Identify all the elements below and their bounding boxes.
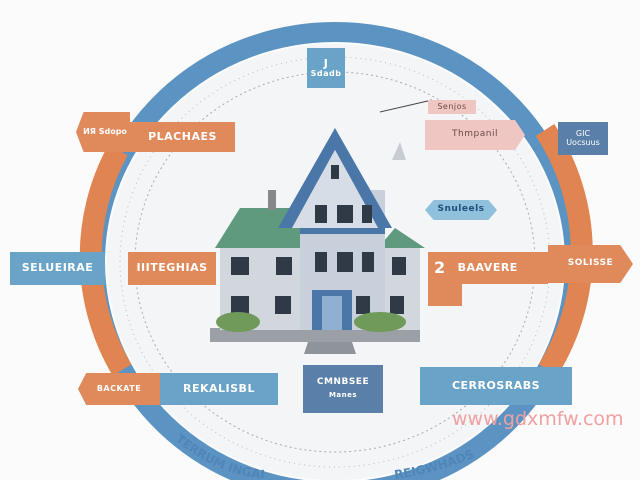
- pink-small-label: Senjos: [428, 100, 476, 114]
- pink-large-label: Thmpanil: [425, 120, 525, 150]
- left-top-tag: ИЯ Sdopo: [76, 112, 130, 152]
- center-bottom-line1: CMNBSEE: [316, 377, 370, 388]
- left-bottom-inner-label: REKALISBL: [160, 373, 278, 405]
- left-mid-outer-label: SELUEIRAE: [10, 252, 105, 285]
- right-bottom-label: CERROSRABS: [420, 367, 572, 405]
- watermark: www.gdxmfw.com: [452, 408, 624, 430]
- right-top-line2: Uocsuus: [566, 137, 600, 147]
- right-mid-label: 2 BAAVERE: [428, 252, 548, 284]
- right-mid-tab: [428, 284, 462, 306]
- left-top-label: PLACHAES: [130, 122, 235, 152]
- house-illustration: [210, 128, 425, 354]
- top-label-line2: Sdadb: [310, 68, 342, 78]
- right-mid-icon-text: 2: [434, 258, 446, 278]
- right-mid-main: BAAVERE: [457, 260, 518, 274]
- right-mid-outer-label: SOLISSE: [548, 245, 633, 283]
- connector: [379, 99, 433, 113]
- top-label-line1: J: [323, 56, 329, 70]
- arrow-marker: [392, 142, 406, 160]
- center-bottom-box: CMNBSEE Manes: [303, 365, 383, 413]
- center-right-arrow-label: Snuleels: [425, 200, 497, 220]
- right-top-line1: GIC: [575, 128, 591, 138]
- center-bottom-line2: Manes: [328, 391, 358, 400]
- right-top-box: GIC Uocsuus: [558, 122, 608, 155]
- left-bottom-outer-label: BACKATE: [78, 373, 160, 405]
- top-label-box: J Sdadb: [307, 48, 345, 88]
- left-mid-inner-label: IIITEGHIAS: [128, 252, 216, 285]
